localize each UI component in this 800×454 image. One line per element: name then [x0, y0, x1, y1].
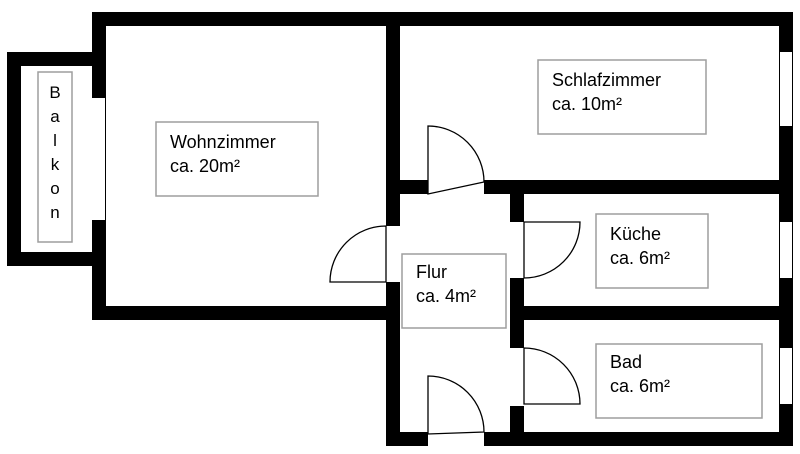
- wall-living-divider-upper: [386, 12, 400, 226]
- balkon-letter: l: [53, 131, 57, 150]
- room-area: ca. 10m²: [552, 94, 622, 114]
- balcony-wall-top: [7, 52, 106, 66]
- door-living: [329, 225, 387, 283]
- window-kitchen: [780, 222, 792, 278]
- room-label-kueche: Küche ca. 6m²: [595, 213, 709, 289]
- room-area: ca. 4m²: [416, 286, 476, 306]
- wall-bedroom-bottom-right: [484, 180, 793, 194]
- wall-top: [92, 12, 793, 26]
- entrance-gap: [428, 432, 484, 446]
- wall-hall-right-a: [510, 180, 524, 222]
- doors: [329, 125, 581, 435]
- window-bath: [780, 348, 792, 404]
- balkon-letter: k: [51, 155, 60, 174]
- room-label-wohnzimmer: Wohnzimmer ca. 20m²: [155, 121, 319, 197]
- door-bedroom: [427, 125, 485, 195]
- room-name: Küche: [610, 224, 661, 244]
- wall-hall-right-c: [510, 406, 524, 446]
- room-label-box: [401, 253, 507, 329]
- window-bedroom: [780, 52, 792, 126]
- wall-kitchen-bath: [510, 306, 793, 320]
- room-area: ca. 6m²: [610, 376, 670, 396]
- room-name: Flur: [416, 262, 447, 282]
- balkon-letter: n: [50, 203, 59, 222]
- room-name: Schlafzimmer: [552, 70, 661, 90]
- room-name: Bad: [610, 352, 642, 372]
- room-label-box: [155, 121, 319, 197]
- room-name: Wohnzimmer: [170, 132, 276, 152]
- window-balcony: [92, 98, 105, 220]
- room-label-bad: Bad ca. 6m²: [595, 343, 763, 419]
- balkon-letter: B: [49, 83, 60, 102]
- door-bath: [523, 347, 581, 405]
- room-label-schlafzimmer: Schlafzimmer ca. 10m²: [537, 59, 707, 135]
- door-entrance: [427, 375, 485, 435]
- balkon-letter: o: [50, 179, 59, 198]
- room-label-box: [537, 59, 707, 135]
- balkon-letter: a: [50, 107, 60, 126]
- balcony-wall-bottom: [7, 252, 106, 266]
- room-area: ca. 20m²: [170, 156, 240, 176]
- wall-bottom-living: [92, 306, 400, 320]
- balkon-label: B a l k o n: [37, 71, 73, 243]
- balcony-wall-left: [7, 52, 21, 266]
- wall-bottom: [386, 432, 793, 446]
- wall-living-divider-lower: [386, 282, 400, 320]
- room-label-box: [595, 343, 763, 419]
- room-label-box: [595, 213, 709, 289]
- wall-bedroom-bottom-left: [386, 180, 428, 194]
- windows: [92, 52, 792, 404]
- balkon-label-box: [37, 71, 73, 243]
- door-kitchen: [523, 221, 581, 279]
- wall-left-lower: [386, 306, 400, 446]
- walls: [7, 12, 793, 446]
- room-area: ca. 6m²: [610, 248, 670, 268]
- room-label-flur: Flur ca. 4m²: [401, 253, 507, 329]
